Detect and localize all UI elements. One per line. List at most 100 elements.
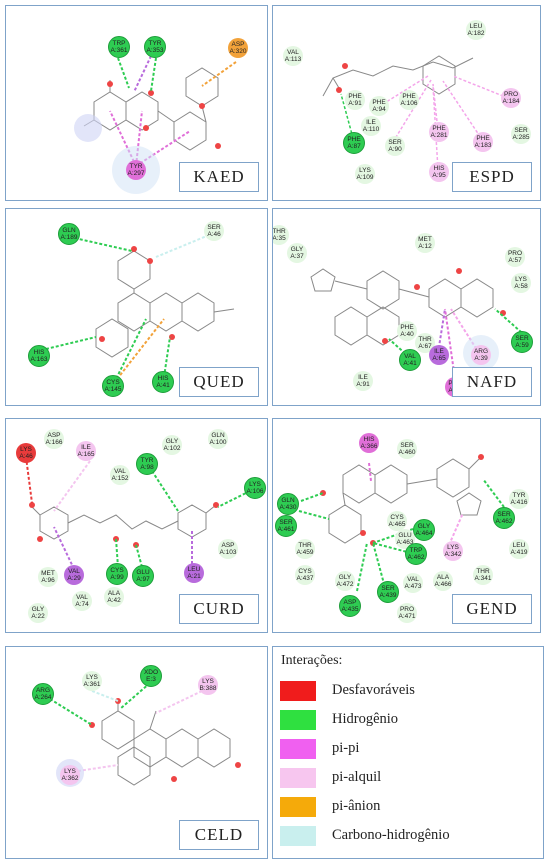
legend-swatch-pi-alkyl — [280, 768, 316, 788]
legend-label-hydrogen: Hidrogênio — [332, 711, 399, 727]
panel-label-celd: CELD — [179, 820, 259, 850]
interaction-legend: Interações: Desfavoráveis Hidrogênio pi-… — [272, 646, 544, 859]
legend-label-pi-pi: pi-pi — [332, 740, 360, 756]
panel-label-qued: QUED — [179, 367, 259, 397]
panel-label-espd: ESPD — [452, 162, 532, 192]
panel-label-kaed: KAED — [179, 162, 259, 192]
legend-item-unfavorable: Desfavoráveis — [280, 681, 540, 701]
legend-item-carbon-hydrogen: Carbono-hidrogênio — [280, 826, 540, 846]
legend-label-unfavorable: Desfavoráveis — [332, 682, 415, 698]
legend-item-pi-pi: pi-pi — [280, 739, 540, 759]
qued-ligand-structure — [45, 232, 235, 384]
panel-label-gend: GEND — [452, 594, 532, 624]
legend-label-carbon-hydrogen: Carbono-hidrogênio — [332, 827, 450, 843]
curd-ligand-structure — [25, 456, 251, 570]
legend-label-pi-alkyl: pi-alquil — [332, 769, 382, 785]
legend-item-hydrogen: Hidrogênio — [280, 710, 540, 730]
legend-swatch-pi-pi — [280, 739, 316, 759]
gend-ligand-structure — [298, 454, 508, 596]
legend-swatch-pi-anion — [280, 797, 316, 817]
legend-swatch-hydrogen — [280, 710, 316, 730]
legend-label-pi-anion: pi-ânion — [332, 798, 381, 814]
panel-label-curd: CURD — [179, 594, 259, 624]
legend-swatch-carbon-hydrogen — [280, 826, 316, 846]
legend-title: Interações: — [281, 653, 343, 668]
legend-swatch-unfavorable — [280, 681, 316, 701]
panel-label-nafd: NAFD — [452, 367, 532, 397]
legend-item-pi-anion: pi-ânion — [280, 797, 540, 817]
